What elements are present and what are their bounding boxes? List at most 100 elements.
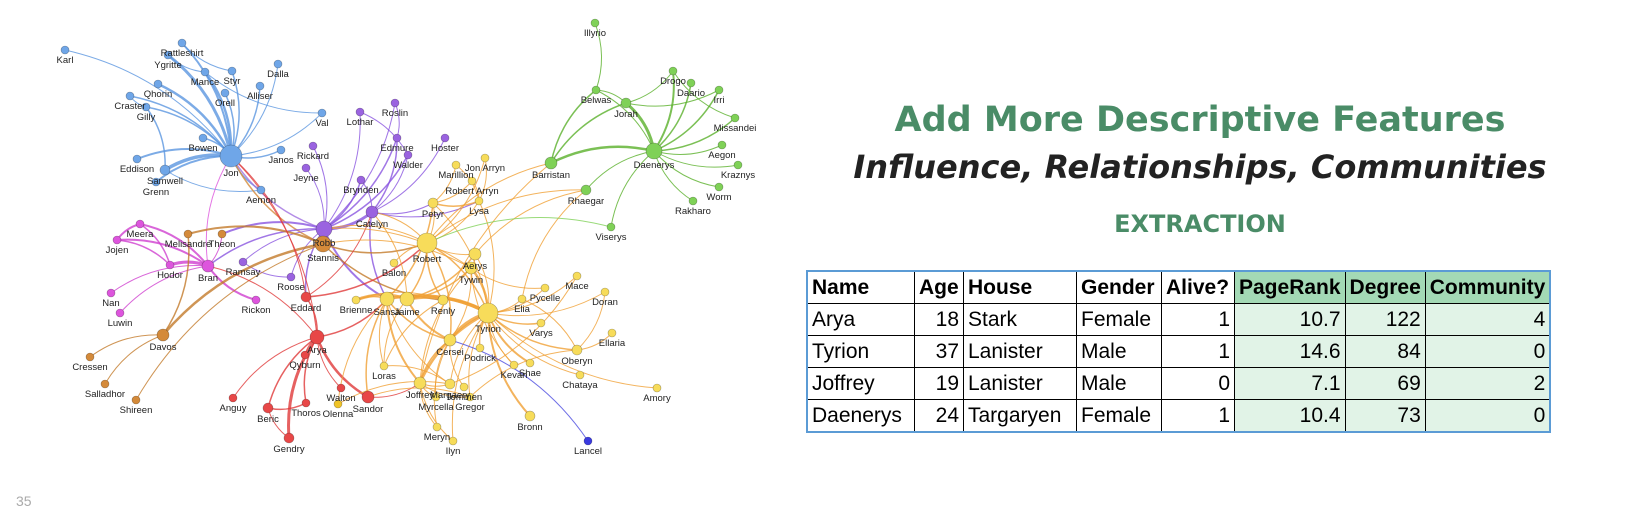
cell-alive: 0: [1161, 367, 1235, 400]
graph-edge-belwas-illyrio: [594, 22, 603, 91]
graph-node-kevan: [509, 360, 519, 370]
cell-age: 19: [914, 367, 964, 400]
graph-node-label-nan: Nan: [102, 298, 119, 309]
graph-node-amory: [652, 383, 662, 393]
graph-node-label-alliser: Alliser: [247, 91, 273, 102]
graph-edge-robb-theon: [221, 221, 325, 235]
slide-title: Add More Descriptive Features: [894, 100, 1506, 140]
graph-edge-robb-roslin: [323, 102, 396, 230]
graph-node-label-bronn: Bronn: [517, 422, 542, 433]
graph-node-aemon: [256, 185, 266, 195]
graph-node-label-barristan: Barristan: [532, 170, 570, 181]
graph-edge-robb-walder: [323, 154, 409, 230]
graph-edge-oberyn-elia: [521, 298, 578, 351]
graph-node-shireen: [131, 395, 141, 405]
graph-node-label-gendry: Gendry: [273, 444, 304, 455]
graph-node-doran: [600, 287, 610, 297]
graph-edge-daenerys-rakharo: [653, 150, 694, 202]
graph-node-label-tyrion: Tyrion: [475, 324, 501, 335]
graph-node-label-stannis: Stannis: [307, 253, 339, 264]
graph-node-brienne: [351, 295, 361, 305]
graph-node-walder: [403, 150, 413, 160]
graph-node-label-joffrey: Joffrey: [406, 390, 435, 401]
graph-node-label-ilyn: Ilyn: [446, 446, 461, 457]
graph-edge-robb-edmure: [323, 137, 398, 230]
graph-node-label-sansa: Sansa: [374, 307, 402, 318]
graph-node-label-irri: Irri: [713, 95, 724, 106]
graph-edge-arya-beric: [267, 336, 318, 409]
cell-pagerank: 14.6: [1234, 335, 1346, 368]
graph-edge-oberyn-gregor: [469, 349, 578, 398]
graph-node-myrcella: [431, 392, 441, 402]
graph-node-label-beric: Beric: [257, 414, 279, 425]
graph-node-podrick: [475, 343, 485, 353]
graph-edge-renly-brienne: [355, 291, 444, 301]
graph-edge-jon-stannis: [230, 155, 324, 245]
graph-node-label-elia: Elia: [514, 304, 531, 315]
graph-edge-lancel-cersei: [449, 339, 589, 442]
graph-edge-robb-bran: [207, 228, 325, 267]
graph-edge-tywin-robb: [323, 227, 472, 269]
graph-node-daenerys: [645, 142, 663, 160]
graph-edge-drogo-missandei: [672, 70, 736, 119]
graph-edge-jon-qhorin: [157, 82, 233, 157]
graph-node-balon: [389, 258, 399, 268]
graph-node-label-rickard: Rickard: [297, 151, 329, 162]
graph-node-ramsay: [238, 257, 248, 267]
graph-node-label-chataya: Chataya: [562, 380, 598, 391]
graph-node-label-balon: Balon: [382, 268, 406, 279]
graph-node-label-davos: Davos: [150, 342, 177, 353]
graph-node-label-janos: Janos: [268, 155, 294, 166]
graph-edge-daenerys-irri: [653, 89, 720, 152]
graph-node-samwell: [159, 164, 171, 176]
graph-node-joffrey: [413, 376, 427, 390]
graph-node-renly: [437, 294, 449, 306]
graph-node-label-roose: Roose: [277, 282, 304, 293]
cell-gender: Female: [1076, 399, 1162, 433]
graph-node-label-jojen: Jojen: [106, 245, 129, 256]
graph-edge-oberyn-doran: [576, 291, 606, 351]
graph-edge-hodor-meera: [139, 223, 171, 266]
graph-node-tywin: [464, 261, 478, 275]
graph-edge-rhaegar-robert: [426, 189, 587, 244]
graph-node-gregor: [465, 392, 475, 402]
graph-node-orell: [220, 88, 230, 98]
graph-edge-tyrion-chataya: [487, 312, 581, 376]
graph-node-label-craster: Craster: [114, 101, 145, 112]
graph-node-shae: [525, 358, 535, 368]
graph-edge-jon-ygritte: [167, 53, 233, 157]
graph-node-label-doran: Doran: [592, 297, 618, 308]
graph-node-worm: [714, 182, 724, 192]
graph-node-label-amory: Amory: [643, 393, 671, 404]
graph-node-bronn: [524, 410, 536, 422]
graph-node-label-varys: Varys: [529, 328, 553, 339]
graph-node-roose: [286, 272, 296, 282]
graph-node-thoros: [301, 398, 311, 408]
graph-node-alliser: [255, 81, 265, 91]
graph-node-ilyn: [448, 436, 458, 446]
graph-node-label-kraznys: Kraznys: [721, 170, 756, 181]
graph-node-label-walder: Walder: [393, 160, 423, 171]
graph-node-tyrion: [477, 302, 499, 324]
graph-node-label-salladhor: Salladhor: [85, 389, 125, 400]
cell-degree: 84: [1344, 335, 1426, 368]
graph-edge-davos-salladhor: [104, 334, 164, 385]
graph-node-label-gregor: Gregor: [455, 402, 485, 413]
graph-node-label-luwin: Luwin: [108, 318, 133, 329]
graph-edge-davos-cressen: [89, 334, 164, 358]
graph-edge-robb-lothar: [323, 111, 361, 230]
cell-age: 18: [914, 303, 964, 336]
graph-node-label-marillion: Marillion: [438, 170, 473, 181]
graph-edge-tywin-joffrey: [419, 267, 472, 384]
graph-node-jon-arryn: [480, 153, 490, 163]
graph-node-ygritte: [163, 50, 173, 60]
graph-node-label-podrick: Podrick: [464, 353, 496, 364]
graph-node-label-viserys: Viserys: [596, 232, 627, 243]
graph-edge-jorah-irri: [625, 89, 720, 107]
column-header-alive: Alive?: [1161, 270, 1235, 304]
graph-node-label-belwas: Belwas: [581, 95, 612, 106]
graph-node-luwin: [115, 308, 125, 318]
graph-edge-eddard-robert: [305, 242, 428, 298]
cell-degree: 73: [1344, 399, 1426, 433]
